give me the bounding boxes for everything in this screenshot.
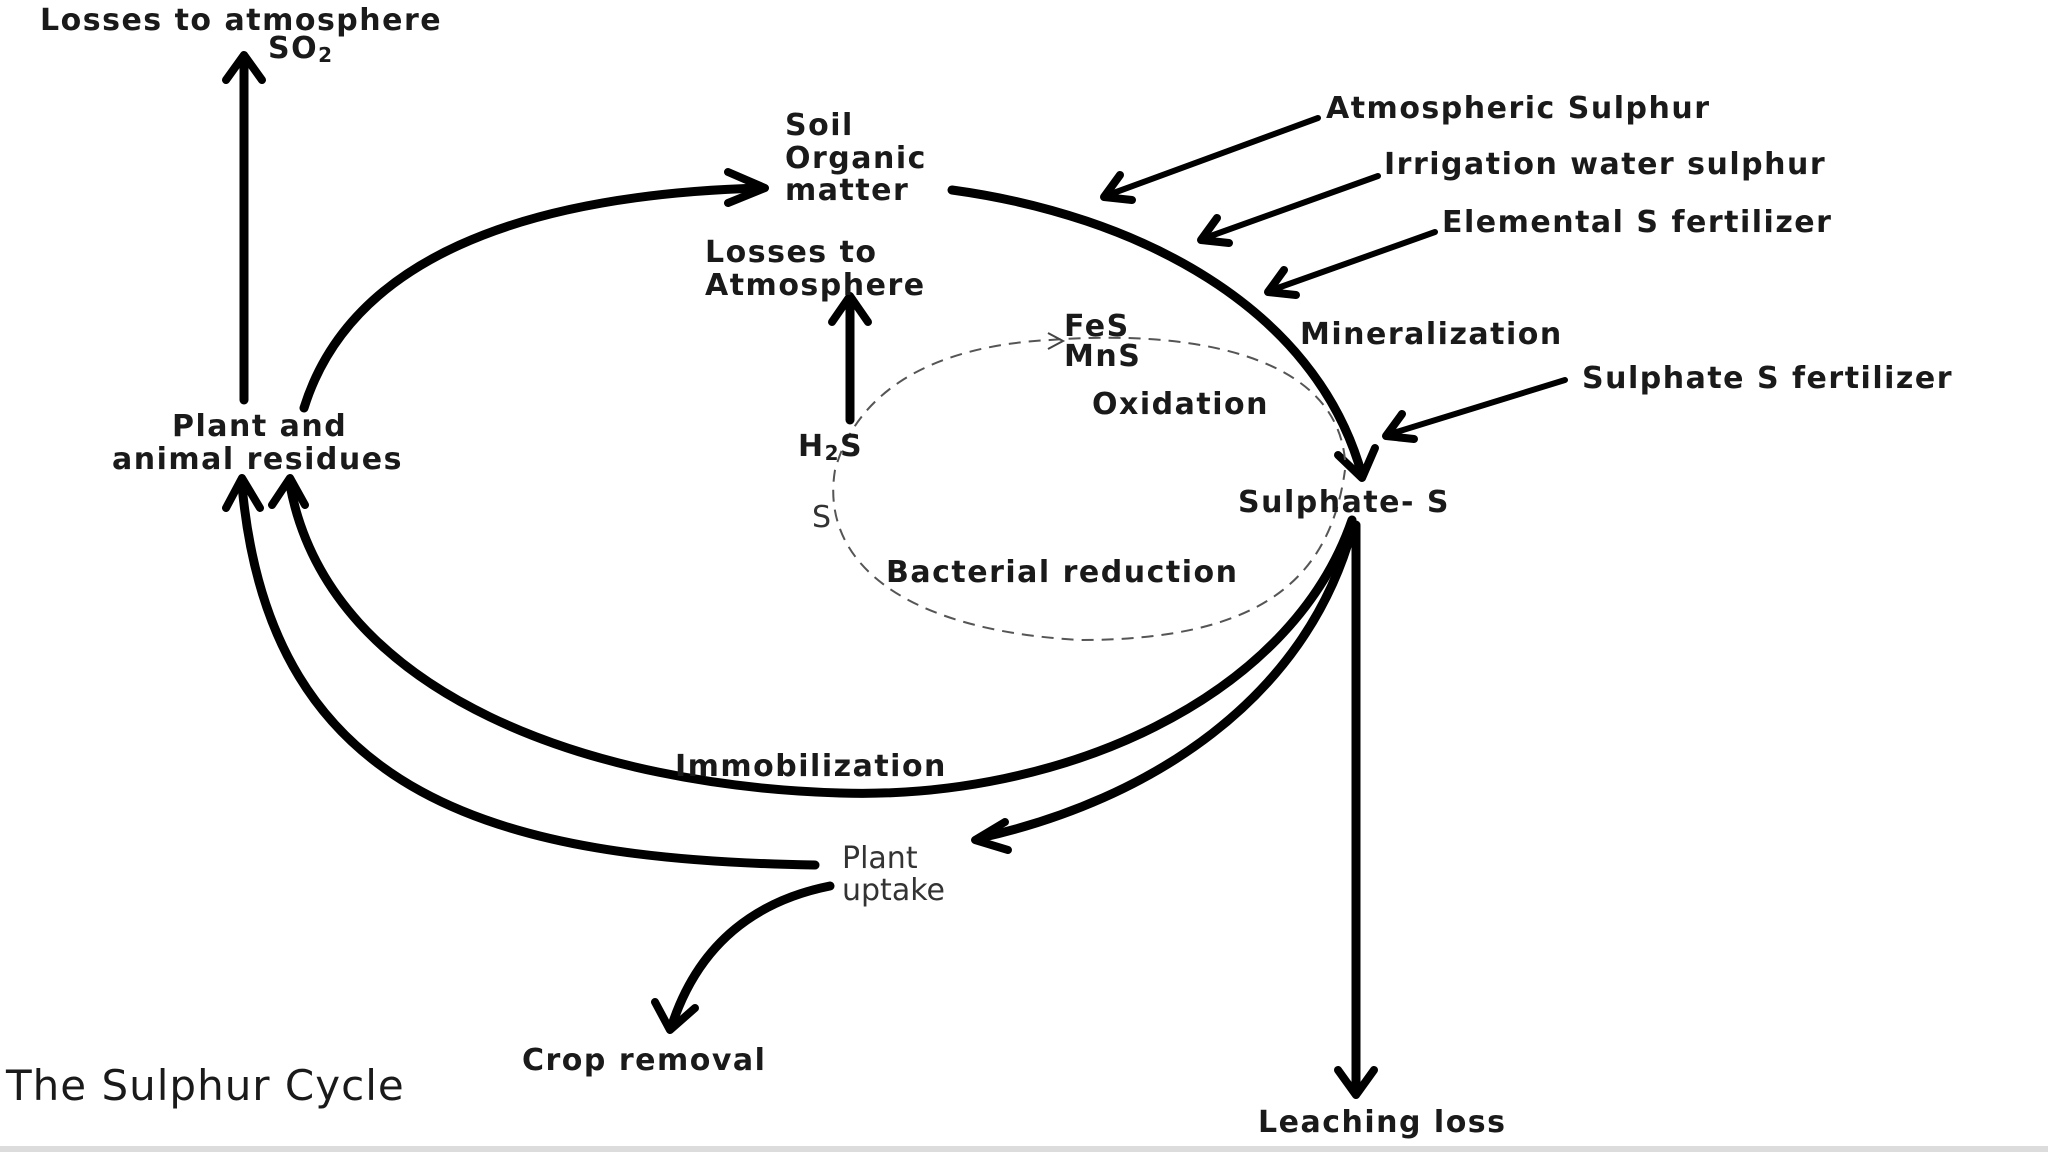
arrow-sulphate-to-plant-uptake — [975, 525, 1357, 843]
dashed-inner-cycle — [832, 336, 1346, 642]
label-irrigation-water-sulphur: Irrigation water sulphur — [1384, 147, 1826, 182]
arrowhead-residues-to-soil-organic-matter — [724, 168, 769, 207]
label-leaching-loss: Leaching loss — [1258, 1105, 1507, 1140]
label-sulphate-s-fertilizer: Sulphate S fertilizer — [1582, 361, 1953, 396]
arrowhead-sulphate-s-fertilizer — [1382, 410, 1418, 443]
arrow-residues-to-soil-organic-matter — [299, 183, 765, 413]
arrowhead-leaching-loss — [1334, 1066, 1378, 1099]
label-s: S — [812, 500, 831, 535]
label-losses-to: Losses to — [705, 235, 878, 270]
arrowhead-residues-to-atmosphere — [222, 51, 266, 84]
label-matter: matter — [785, 173, 909, 208]
label-atmosphere: Atmosphere — [705, 268, 926, 303]
arrow-elemental-s-fertilizer — [1269, 229, 1438, 293]
label-oxidation: Oxidation — [1092, 387, 1269, 422]
label-immobilization: Immobilization — [675, 749, 947, 784]
label-soil: Soil — [785, 108, 854, 143]
label-animal-residues: animal residues — [112, 442, 403, 477]
arrow-sulphate-s-fertilizer — [1387, 377, 1568, 437]
label-organic: Organic — [785, 141, 927, 176]
arrowhead-mineralization — [1334, 444, 1379, 482]
arrow-irrigation-water-sulphur — [1202, 173, 1381, 241]
label-crop-removal: Crop removal — [522, 1043, 766, 1078]
arrowhead-sulphate-to-plant-uptake — [971, 818, 1012, 854]
label-mns: MnS — [1064, 339, 1141, 374]
label-h2s: H2S — [798, 429, 863, 465]
arrow-atmospheric-sulphur — [1105, 115, 1321, 198]
arrowhead-atmospheric-sulphur — [1100, 171, 1136, 204]
arrow-mineralization — [947, 185, 1367, 480]
dashed-arrowhead-fes — [1047, 332, 1066, 350]
label-so2: SO2 — [268, 31, 334, 67]
bottom-scroll-bar — [0, 1146, 2048, 1152]
label-bacterial-reduction: Bacterial reduction — [886, 555, 1238, 590]
label-atmospheric-sulphur: Atmospheric Sulphur — [1326, 91, 1711, 126]
diagram-title: The Sulphur Cycle — [5, 1061, 405, 1110]
arrow-immobilization — [285, 480, 1357, 798]
label-plant: Plant — [842, 841, 918, 876]
arrow-plant-uptake-to-residues — [237, 480, 820, 870]
arrowhead-plant-uptake-to-residues — [222, 474, 264, 512]
arrowhead-h2s-to-atmosphere — [828, 292, 872, 326]
arrowhead-elemental-s-fertilizer — [1264, 266, 1300, 299]
label-uptake: uptake — [842, 873, 945, 908]
label-elemental-s-fertilizer: Elemental S fertilizer — [1442, 205, 1832, 240]
arrowhead-immobilization — [268, 474, 309, 509]
label-plant-and: Plant and — [172, 409, 347, 444]
arrow-crop-removal — [667, 881, 835, 1030]
arrowhead-crop-removal — [651, 998, 699, 1034]
arrowhead-irrigation-water-sulphur — [1197, 214, 1233, 247]
label-sulphate-s: Sulphate- S — [1238, 485, 1450, 520]
label-fes: FeS — [1064, 309, 1130, 344]
label-losses-to-atmosphere: Losses to atmosphere — [40, 3, 442, 38]
label-mineralization: Mineralization — [1300, 317, 1563, 352]
